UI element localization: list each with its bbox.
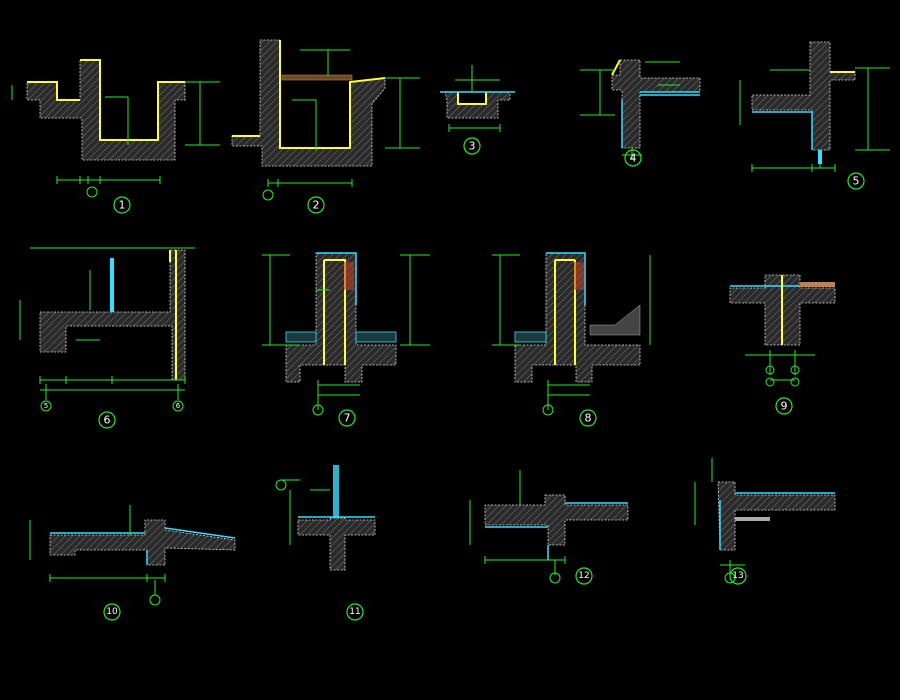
detail-label-9: 9 — [775, 397, 793, 415]
detail-label-3: 3 — [463, 137, 481, 155]
detail-label-1: 1 — [113, 196, 131, 214]
detail-10 — [29, 505, 236, 606]
detail-7 — [262, 252, 430, 416]
axis-marker-5: 5 — [44, 402, 48, 410]
detail-8 — [492, 252, 651, 416]
detail-12 — [469, 470, 629, 584]
svg-text:2: 2 — [313, 199, 320, 212]
svg-text:13: 13 — [732, 571, 743, 581]
svg-text:6: 6 — [104, 414, 111, 427]
svg-text:11: 11 — [349, 607, 360, 617]
svg-text:7: 7 — [344, 412, 351, 425]
svg-text:3: 3 — [469, 140, 476, 153]
detail-5 — [739, 41, 890, 172]
detail-label-6: 6 — [98, 411, 116, 429]
svg-text:10: 10 — [106, 607, 118, 617]
detail-1 — [11, 59, 220, 198]
detail-9 — [729, 274, 836, 387]
detail-label-11: 11 — [346, 603, 364, 621]
detail-label-7: 7 — [338, 409, 356, 427]
detail-labels: 1 2 3 4 5 6 7 8 9 10 11 12 13 — [98, 137, 865, 621]
svg-text:12: 12 — [578, 571, 589, 581]
svg-text:5: 5 — [853, 175, 860, 188]
svg-text:9: 9 — [781, 400, 788, 413]
svg-text:8: 8 — [585, 412, 592, 425]
detail-6: 5 6 — [19, 247, 195, 412]
detail-label-4: 4 — [624, 149, 642, 167]
detail-3 — [440, 65, 515, 132]
detail-label-8: 8 — [579, 409, 597, 427]
detail-11 — [275, 465, 376, 571]
axis-marker-6: 6 — [176, 402, 181, 410]
detail-label-5: 5 — [847, 172, 865, 190]
detail-label-12: 12 — [575, 567, 593, 585]
detail-2 — [231, 39, 420, 201]
svg-text:1: 1 — [119, 199, 126, 212]
detail-13 — [694, 458, 836, 584]
svg-text:4: 4 — [630, 152, 637, 165]
detail-4 — [580, 59, 701, 160]
detail-label-10: 10 — [103, 603, 121, 621]
detail-label-2: 2 — [307, 196, 325, 214]
detail-label-13: 13 — [729, 567, 747, 585]
